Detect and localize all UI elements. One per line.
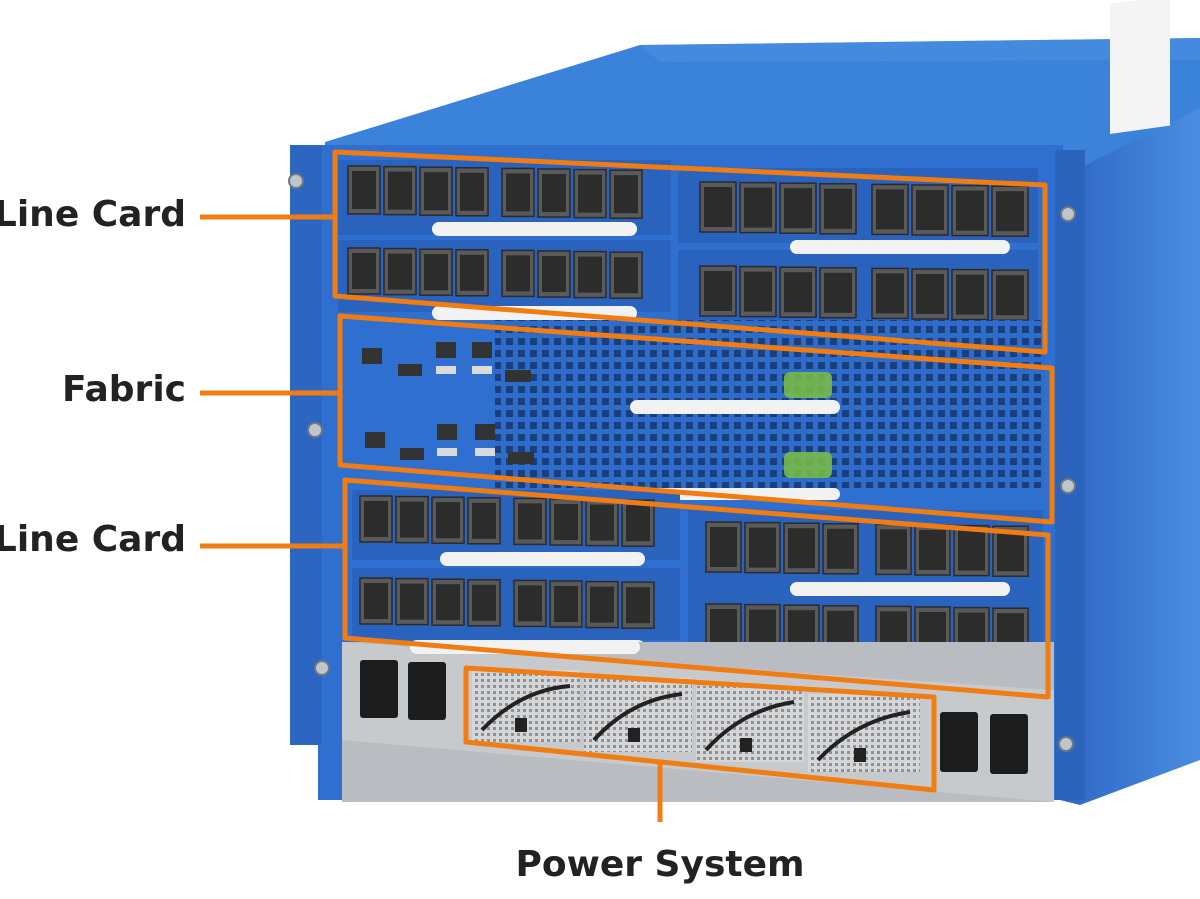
screw-icon (1060, 478, 1076, 494)
chassis-side (1060, 108, 1200, 805)
sfp-port-opening (916, 274, 944, 314)
power-inlet-icon (360, 660, 398, 718)
sfp-port-opening (400, 501, 424, 538)
sfp-port-opening (518, 585, 542, 622)
screw-icon (1058, 736, 1074, 752)
module-handle (440, 552, 645, 566)
rj45-port-icon (362, 348, 382, 364)
sfp-port-opening (554, 586, 578, 622)
screws (288, 173, 1076, 752)
screw-icon (288, 173, 304, 189)
sfp-port-opening (388, 253, 412, 290)
rj45-port-icon (437, 424, 457, 440)
sfp-port-opening (876, 273, 904, 314)
sfp-port-opening (424, 254, 448, 291)
sfp-port-opening (472, 502, 496, 539)
sfp-port-opening (744, 271, 772, 312)
sfp-port-opening (997, 531, 1024, 572)
sfp-port-opening (460, 172, 484, 211)
sfp-port-opening (578, 174, 602, 213)
sfp-port-opening (788, 528, 815, 569)
rack-ear-left (290, 145, 322, 745)
rj45-port-icon (436, 342, 456, 358)
sfp-port-opening (590, 586, 614, 623)
labels: Line Card Fabric Line Card Power System (0, 194, 805, 885)
sfp-port-opening (827, 528, 854, 569)
sfp-port-opening (518, 503, 542, 540)
sfp-port-opening (876, 189, 904, 230)
sfp-port-opening (626, 505, 650, 542)
sfp-port-opening (542, 256, 566, 292)
rj45-port-icon (472, 342, 492, 358)
sfp-port-opening (996, 275, 1024, 316)
sfp-port-opening (704, 271, 732, 311)
sfp-port-opening (400, 583, 424, 620)
sfp-port-opening (388, 171, 412, 210)
module-handle (790, 582, 1010, 596)
power-inlet-icon (990, 714, 1028, 774)
power-system-highlight (463, 665, 937, 793)
power-inlet-icon (940, 712, 978, 772)
line-card-top-highlight (332, 149, 1048, 355)
sfp-port-opening (956, 190, 984, 231)
fabric-highlight (337, 313, 1055, 525)
sfp-port-opening (626, 587, 650, 624)
sfp-port-opening (364, 583, 388, 619)
port-group (347, 165, 1029, 321)
sfp-port-opening (958, 530, 985, 571)
power-system (342, 640, 1054, 802)
line-card-bottom-label: Line Card (0, 519, 186, 560)
sfp-port-opening (436, 584, 460, 621)
sfp-port-opening (784, 272, 812, 313)
line-card-top-label: Line Card (0, 194, 186, 235)
rj45-port-icon (475, 424, 495, 440)
sfp-port-opening (554, 504, 578, 540)
module-handle (790, 240, 1010, 254)
sfp-port-opening (710, 527, 737, 567)
sfp-port-opening (472, 584, 496, 621)
line-card-bottom-highlight (342, 477, 1051, 700)
leader-lines (200, 214, 663, 822)
rj45-port-icon (365, 432, 385, 448)
side-label (1110, 0, 1170, 134)
sfp-port-opening (749, 527, 776, 568)
screw-icon (314, 660, 330, 676)
module-handle (630, 400, 840, 414)
sfp-port-opening (590, 504, 614, 541)
sfp-port-opening (916, 190, 944, 230)
sfp-port-opening (744, 187, 772, 228)
screw-icon (1060, 206, 1076, 222)
sfp-port-opening (364, 501, 388, 537)
sfp-port-opening (506, 173, 530, 212)
sfp-port-opening (506, 255, 530, 292)
chassis-top (325, 38, 1200, 180)
sfp-port-opening (436, 502, 460, 539)
line-card-top-modules (338, 160, 1038, 342)
sfp-port-opening (824, 188, 852, 229)
sfp-port-opening (352, 171, 376, 209)
callout-boxes (332, 149, 1055, 793)
sfp-port-opening (824, 272, 852, 313)
status-indicator (784, 372, 832, 398)
sfp-port-opening (578, 256, 602, 293)
status-indicator (784, 452, 832, 478)
sfp-port-opening (704, 187, 732, 227)
sfp-port-opening (996, 191, 1024, 232)
fabric-label: Fabric (62, 369, 186, 410)
module-handle (432, 222, 637, 236)
sfp-port-opening (784, 188, 812, 229)
sfp-port-opening (614, 257, 638, 294)
sfp-port-opening (424, 172, 448, 211)
power-system-label: Power System (515, 844, 804, 885)
sfp-port-opening (956, 274, 984, 315)
sfp-port-opening (614, 175, 638, 214)
sfp-port-opening (460, 254, 484, 291)
sfp-port-opening (542, 174, 566, 212)
screw-icon (307, 422, 323, 438)
power-inlet-icon (408, 662, 446, 720)
sfp-port-opening (919, 530, 946, 570)
sfp-port-opening (352, 253, 376, 289)
sfp-port-opening (880, 529, 907, 570)
